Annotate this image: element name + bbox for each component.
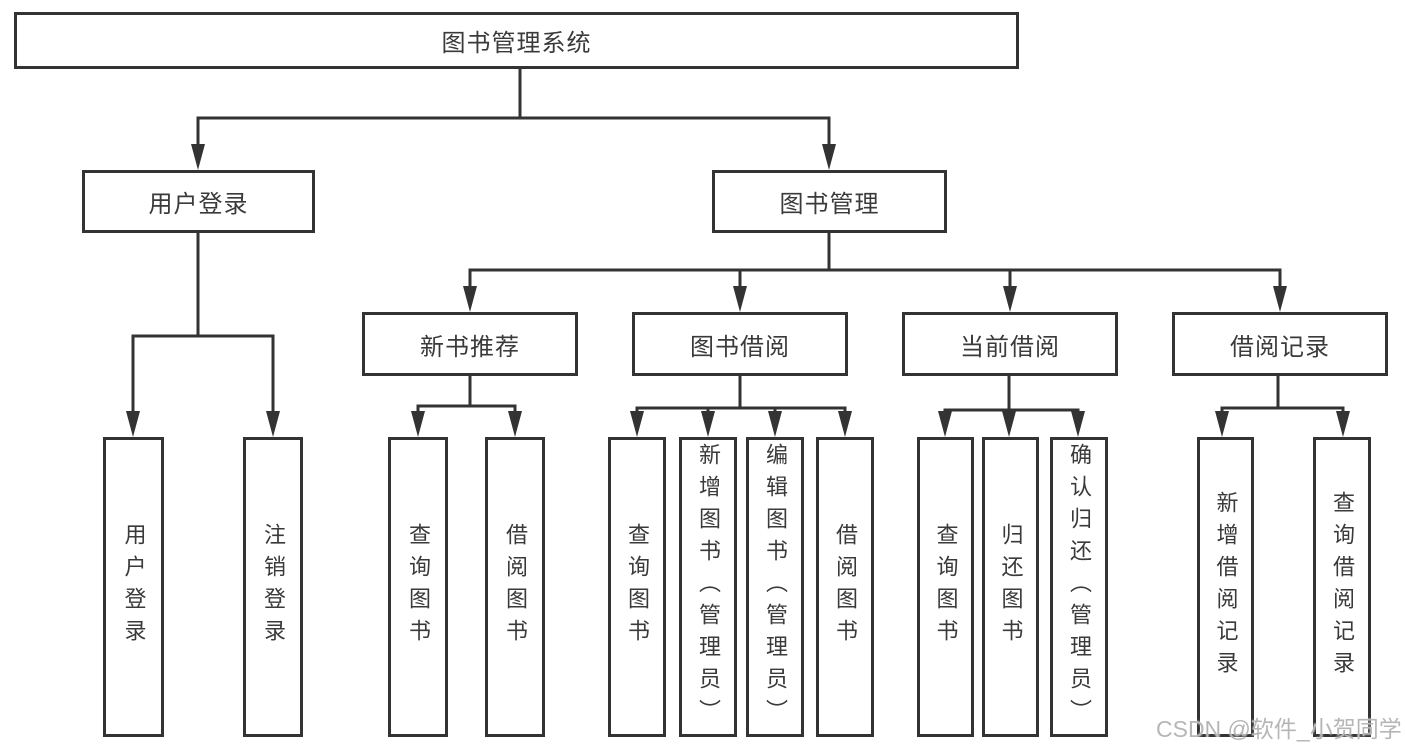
leaf-add-borrow-record: 新增借阅记录 xyxy=(1197,437,1254,737)
connector-current-borrow-to-leaves xyxy=(938,376,1085,437)
leaf-logout: 注销登录 xyxy=(243,437,303,737)
leaf-query-book-recommend: 查询图书 xyxy=(388,437,448,737)
leaf-confirm-return-admin-label: 确认归还（管理员） xyxy=(1067,443,1092,731)
leaf-add-book-admin: 新增图书（管理员） xyxy=(679,437,737,737)
connector-root-to-level2 xyxy=(191,69,836,170)
leaf-borrow-book: 借阅图书 xyxy=(816,437,874,737)
node-user-login: 用户登录 xyxy=(82,170,315,233)
leaf-user-login-label: 用户登录 xyxy=(121,523,147,651)
leaf-borrow-book-label: 借阅图书 xyxy=(833,523,858,651)
node-book-borrow: 图书借阅 xyxy=(632,312,848,376)
leaf-query-borrow-record: 查询借阅记录 xyxy=(1313,437,1371,737)
leaf-add-book-admin-label: 新增图书（管理员） xyxy=(696,443,721,731)
node-book-management: 图书管理 xyxy=(712,170,947,233)
leaf-add-borrow-record-label: 新增借阅记录 xyxy=(1213,491,1239,683)
connector-new-book-to-leaves xyxy=(411,376,522,437)
leaf-query-book-current: 查询图书 xyxy=(917,437,974,737)
leaf-return-book: 归还图书 xyxy=(982,437,1039,737)
leaf-query-borrow-record-label: 查询借阅记录 xyxy=(1330,491,1355,683)
csdn-watermark: CSDN @软件_小贺同学 xyxy=(1156,716,1402,742)
leaf-confirm-return-admin: 确认归还（管理员） xyxy=(1050,437,1108,737)
connector-borrow-records-to-leaves xyxy=(1215,376,1350,437)
connector-book-borrow-to-leaves xyxy=(630,376,852,437)
leaf-query-book-recommend-label: 查询图书 xyxy=(406,523,431,651)
node-root-system: 图书管理系统 xyxy=(14,12,1019,69)
leaf-borrow-book-recommend: 借阅图书 xyxy=(485,437,545,737)
leaf-query-book-borrow-label: 查询图书 xyxy=(625,523,650,651)
connector-user-login-to-leaves xyxy=(126,233,280,437)
leaf-query-book-borrow: 查询图书 xyxy=(608,437,666,737)
node-current-borrow: 当前借阅 xyxy=(902,312,1118,376)
leaf-return-book-label: 归还图书 xyxy=(998,523,1024,651)
leaf-borrow-book-recommend-label: 借阅图书 xyxy=(503,523,528,651)
leaf-logout-label: 注销登录 xyxy=(261,523,286,651)
node-new-book-recommend: 新书推荐 xyxy=(362,312,578,376)
leaf-query-book-current-label: 查询图书 xyxy=(933,523,959,651)
leaf-user-login: 用户登录 xyxy=(103,437,164,737)
node-borrow-records: 借阅记录 xyxy=(1172,312,1388,376)
leaf-edit-book-admin: 编辑图书（管理员） xyxy=(746,437,804,737)
connector-book-mgmt-to-level3 xyxy=(463,233,1287,312)
leaf-edit-book-admin-label: 编辑图书（管理员） xyxy=(763,443,788,731)
